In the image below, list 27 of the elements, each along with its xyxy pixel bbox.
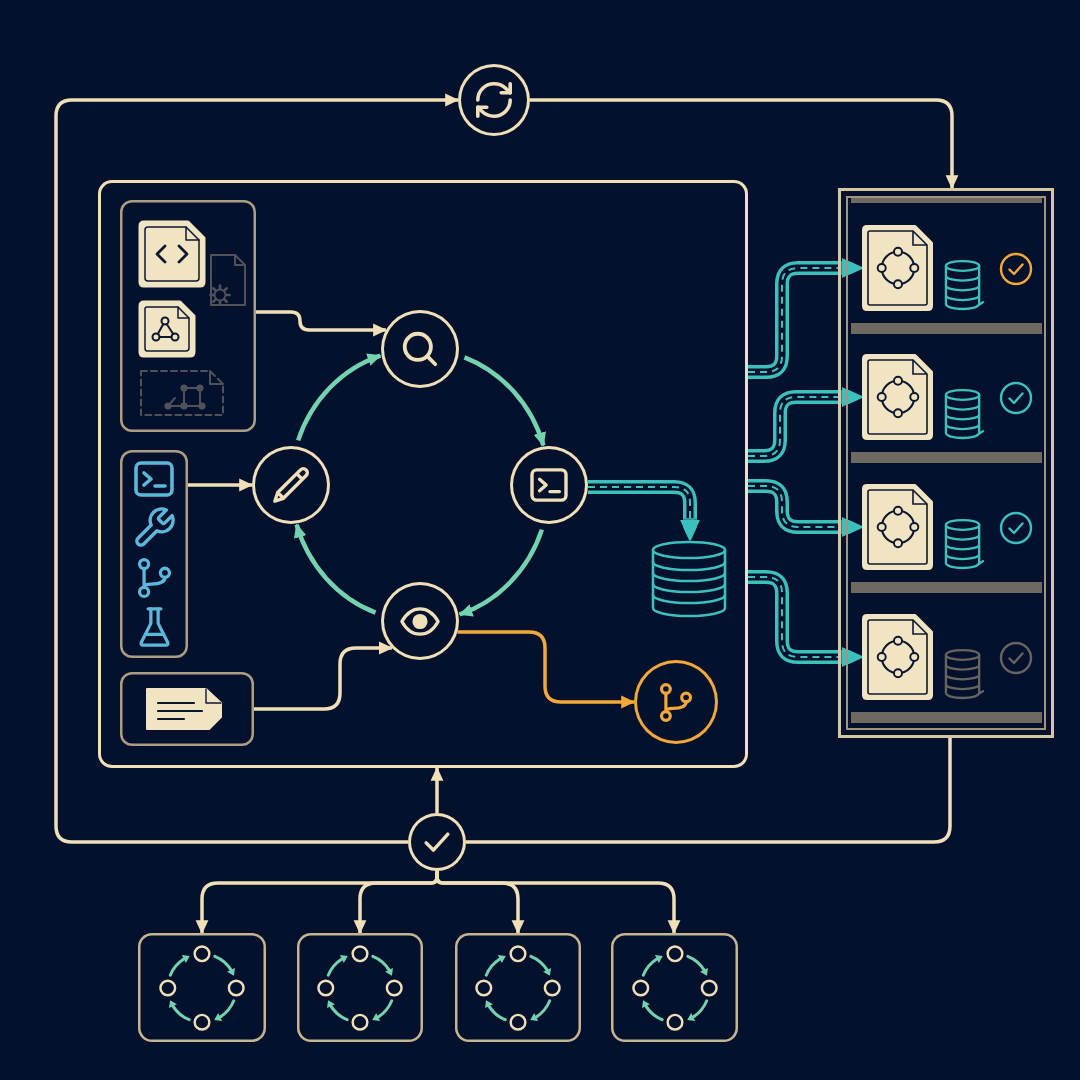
- curved-arrow: [463, 355, 546, 447]
- shelf-rack: [838, 188, 1054, 738]
- file-panel: [120, 200, 256, 432]
- cycle-tile: [138, 933, 266, 1042]
- flow-pipe-arrow: [748, 386, 864, 463]
- arrow: [54, 93, 460, 844]
- arrow: [457, 630, 636, 709]
- cycle-tile: [611, 933, 738, 1042]
- tool-panel: [120, 450, 188, 658]
- flow-pipe-arrow: [587, 480, 701, 542]
- cycle-tile: [297, 933, 423, 1042]
- flow-pipe-arrow: [748, 479, 864, 538]
- flow-pipe-arrow: [748, 257, 864, 379]
- flow-pipe-arrow: [748, 570, 864, 668]
- arrow: [530, 98, 959, 190]
- curved-arrow: [296, 353, 382, 442]
- connector-line: [466, 738, 952, 844]
- arrow: [254, 641, 393, 711]
- workspace-panel: [98, 180, 748, 768]
- cycle-tile: [455, 933, 581, 1042]
- document-panel: [120, 672, 254, 746]
- arrow: [188, 478, 254, 492]
- arrow: [430, 766, 444, 813]
- arrow: [435, 871, 681, 935]
- arrow: [256, 310, 388, 337]
- curved-arrow: [458, 528, 544, 617]
- curved-arrow: [294, 523, 377, 615]
